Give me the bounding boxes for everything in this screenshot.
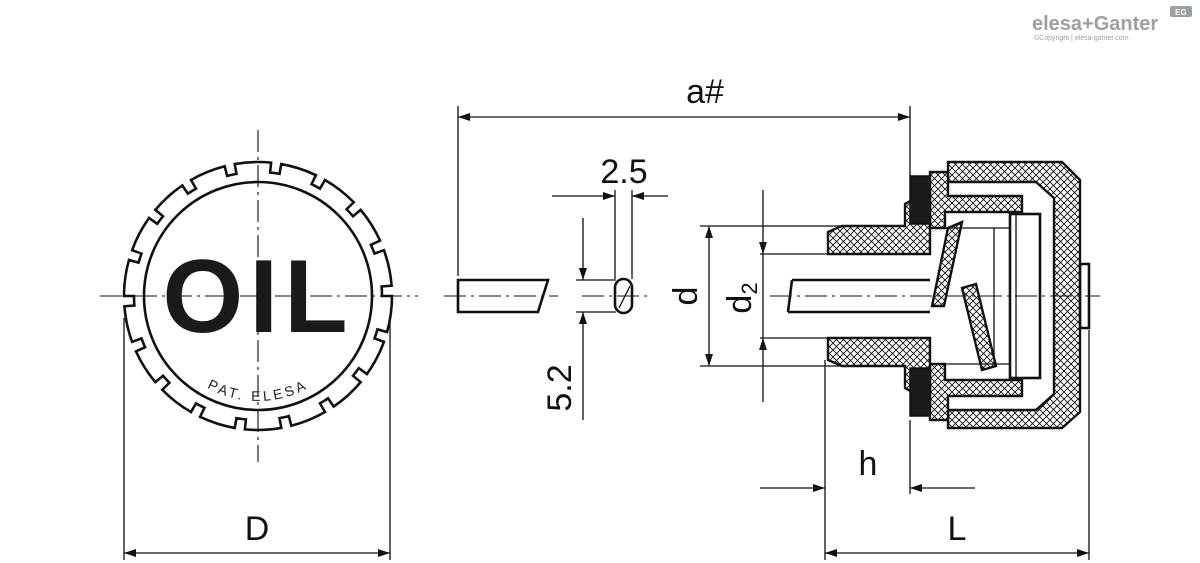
- inner-face-circle: [142, 180, 374, 412]
- spring-clip-lower: [960, 282, 998, 372]
- dim-2.5-label: 2.5: [600, 153, 647, 191]
- dim-D-label: D: [245, 510, 270, 548]
- dim-5.2-label: 5.2: [541, 364, 579, 411]
- front-view: OIL PAT. ELESA D: [100, 130, 418, 560]
- brand-name: elesa+Ganter: [1032, 13, 1158, 35]
- dim-d2-label: d2: [721, 282, 762, 313]
- pin-side-view: [456, 278, 550, 314]
- knurled-rim: [122, 160, 394, 432]
- oil-label: OIL: [162, 239, 353, 355]
- cap-inner-upper: [928, 170, 1024, 230]
- dim-L-label: L: [948, 510, 967, 548]
- dim-h-label: h: [859, 445, 878, 483]
- dim-a-label: a#: [686, 73, 724, 111]
- dim-d-label: d: [667, 287, 705, 306]
- pin-detail: 2.5 5.2: [444, 153, 668, 420]
- spring-clip-upper: [930, 219, 964, 308]
- brand-badge: [1170, 6, 1192, 17]
- side-section-view: d d2 a# h L: [457, 73, 1100, 560]
- pin-section: [613, 277, 634, 315]
- pin-section-hatch: [618, 285, 631, 309]
- brand-copyright: ©Copyright | elesa-ganter.com: [1034, 34, 1129, 42]
- gasket-lower: [909, 367, 931, 417]
- brand-badge-text: EG: [1175, 8, 1187, 17]
- gasket-upper: [909, 175, 931, 225]
- brand-logo: elesa+Ganter ©Copyright | elesa-ganter.c…: [1032, 6, 1192, 42]
- cap-inner-lower: [928, 362, 1024, 422]
